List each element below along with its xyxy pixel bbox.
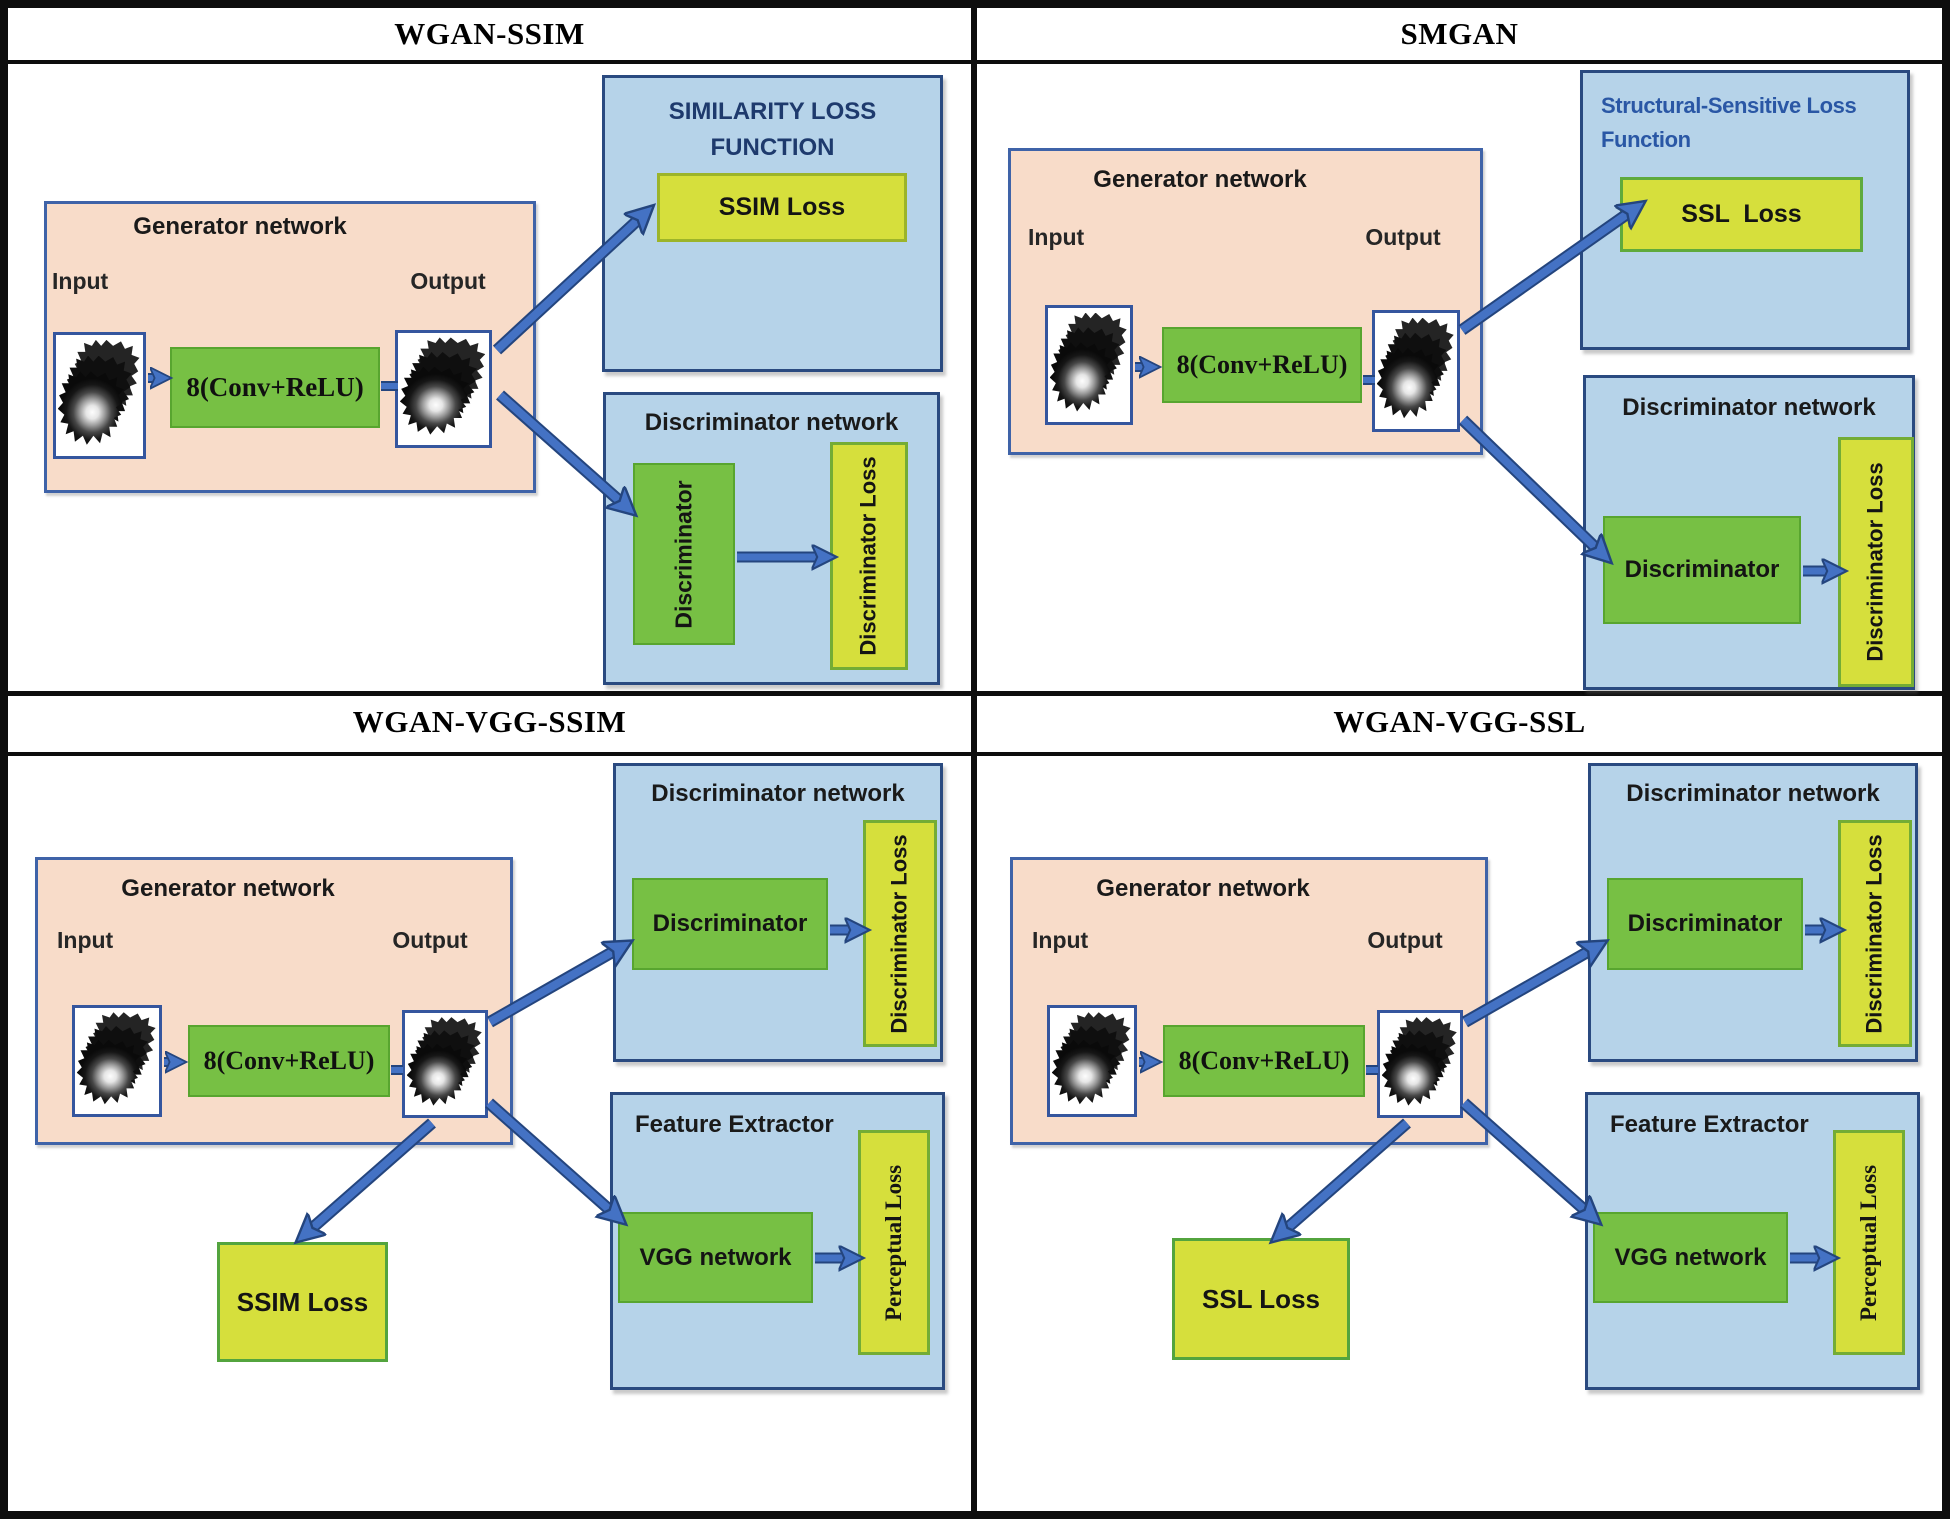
br-feature-extractor-title: Feature Extractor — [1610, 1111, 1809, 1138]
mri-stack-image — [398, 333, 489, 445]
br-ssl-loss-block: SSL Loss — [1172, 1238, 1350, 1360]
bl-perceptual-loss-block: Perceptual Loss — [858, 1130, 930, 1355]
tr-discriminator-network-title: Discriminator network — [1622, 394, 1876, 421]
tr-conv-block: 8(Conv+ReLU) — [1162, 327, 1362, 403]
tl-input-image — [53, 332, 146, 459]
br-input-image — [1047, 1005, 1137, 1117]
bl-input-label: Input — [57, 927, 114, 953]
bl-discriminator-loss-block: Discriminator Loss — [863, 820, 937, 1047]
bl-ssim-loss-block: SSIM Loss — [217, 1242, 388, 1362]
br-perceptual-loss-block: Perceptual Loss — [1833, 1130, 1905, 1355]
bl-vgg-network-block: VGG network — [618, 1212, 813, 1303]
header-row2-underline — [8, 752, 1942, 756]
row-divider — [8, 691, 1942, 696]
tl-discriminator-loss-block: Discriminator Loss — [830, 442, 908, 670]
column-divider — [971, 8, 977, 1511]
bl-feature-extractor-title: Feature Extractor — [635, 1111, 834, 1138]
panel-title-wgan-vgg-ssl: WGAN-VGG-SSL — [1333, 704, 1586, 739]
tr-discriminator-loss-label: Discriminator Loss — [1863, 462, 1888, 662]
tr-discriminator-loss-block: Discriminator Loss — [1838, 437, 1914, 687]
tr-ssl-function-title: Structural-Sensitive Loss Function — [1601, 93, 1857, 153]
br-generator-title: Generator network — [1096, 875, 1310, 902]
tl-output-label: Output — [410, 268, 486, 294]
tl-conv-block: 8(Conv+ReLU) — [170, 347, 380, 428]
br-vgg-network-block: VGG network — [1593, 1212, 1788, 1303]
br-output-image — [1377, 1010, 1463, 1118]
mri-stack-image — [1380, 1013, 1460, 1115]
br-output-label: Output — [1367, 927, 1443, 953]
tr-ssl-loss-block: SSL Loss — [1620, 177, 1863, 252]
br-input-label: Input — [1032, 927, 1089, 953]
br-discriminator-loss-label: Discriminator Loss — [1862, 833, 1887, 1034]
bl-conv-block: 8(Conv+ReLU) — [188, 1025, 390, 1097]
br-conv-block: 8(Conv+ReLU) — [1163, 1025, 1365, 1097]
br-discriminator-loss-block: Discriminator Loss — [1838, 820, 1912, 1047]
tr-output-label: Output — [1365, 224, 1441, 250]
tl-output-image — [395, 330, 492, 448]
tl-similarity-title: SIMILARITY LOSS FUNCTION — [668, 98, 877, 161]
bl-output-label: Output — [392, 927, 468, 953]
mri-stack-image — [1048, 308, 1130, 422]
tr-generator-title: Generator network — [1093, 166, 1307, 193]
tl-discriminator-loss-label: Discriminator Loss — [856, 456, 881, 656]
bl-discriminator-network-title: Discriminator network — [651, 780, 905, 807]
tr-discriminator-block: Discriminator — [1603, 516, 1801, 624]
bl-discriminator-block: Discriminator — [632, 878, 828, 970]
tl-discriminator-block: Discriminator — [633, 463, 735, 645]
tl-input-label: Input — [52, 268, 109, 294]
bl-input-image — [72, 1005, 162, 1117]
mri-stack-image — [1050, 1008, 1134, 1114]
bl-output-image — [402, 1010, 488, 1118]
panel-title-wgan-ssim: WGAN-SSIM — [394, 16, 585, 51]
br-discriminator-block: Discriminator — [1607, 878, 1803, 970]
bl-generator-title: Generator network — [121, 875, 335, 902]
tr-input-label: Input — [1028, 224, 1085, 250]
header-row1-underline — [8, 60, 1942, 64]
mri-stack-image — [75, 1008, 159, 1114]
mri-stack-image — [405, 1013, 485, 1115]
br-perceptual-loss-label: Perceptual Loss — [1856, 1164, 1881, 1321]
panel-title-smgan: SMGAN — [1400, 16, 1519, 51]
tl-discriminator-label: Discriminator — [670, 479, 697, 629]
tl-ssim-loss-block: SSIM Loss — [657, 173, 907, 242]
tl-generator-title: Generator network — [133, 213, 347, 240]
bl-perceptual-loss-label: Perceptual Loss — [881, 1164, 906, 1321]
tr-output-image — [1372, 310, 1460, 432]
panel-title-wgan-vgg-ssim: WGAN-VGG-SSIM — [352, 704, 627, 739]
mri-stack-image — [56, 335, 143, 456]
mri-stack-image — [1375, 313, 1457, 429]
bl-discriminator-loss-label: Discriminator Loss — [887, 833, 912, 1034]
tl-discriminator-network-title: Discriminator network — [644, 409, 899, 436]
br-discriminator-network-title: Discriminator network — [1626, 780, 1880, 807]
tr-input-image — [1045, 305, 1133, 425]
